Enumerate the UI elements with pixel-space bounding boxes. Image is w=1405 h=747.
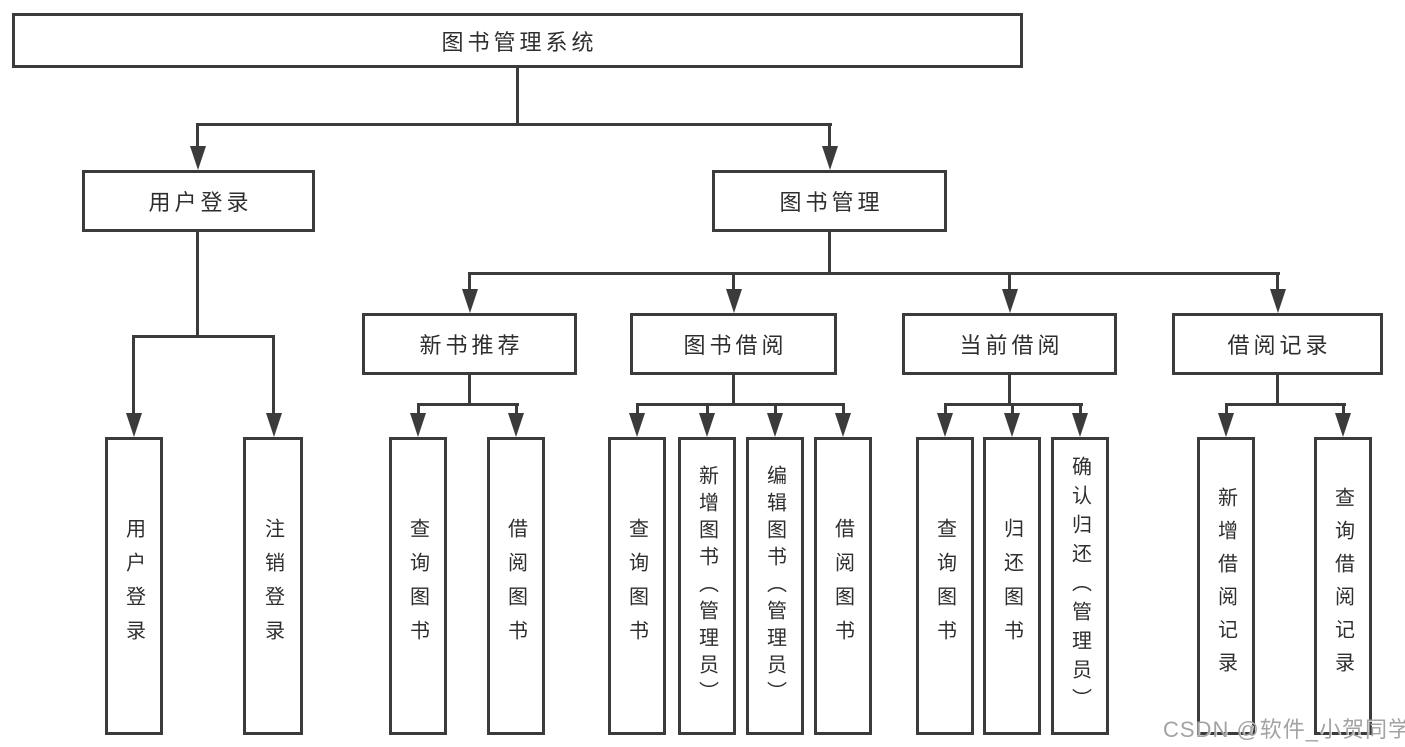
node-book-management: 图书管理 xyxy=(712,170,947,232)
arrow-down-icon xyxy=(462,289,478,313)
connector-vline xyxy=(468,375,471,406)
leaf-logout: 注销登录 xyxy=(243,437,303,735)
arrow-down-icon xyxy=(822,146,838,170)
leaf-label: 查询图书 xyxy=(406,518,429,654)
node-new-book-recommend: 新书推荐 xyxy=(362,313,577,375)
connector-vline xyxy=(828,232,831,275)
arrow-down-icon xyxy=(629,413,645,437)
connector-vline xyxy=(196,232,199,338)
arrow-down-icon xyxy=(937,413,953,437)
leaf-add-books-admin: 新增图书（管理员） xyxy=(678,437,736,735)
leaf-borrow-books-1: 借阅图书 xyxy=(487,437,545,735)
connector-hline xyxy=(1225,403,1346,406)
arrow-down-icon xyxy=(699,413,715,437)
node-user-login: 用户登录 xyxy=(82,170,315,232)
arrow-down-icon xyxy=(410,413,426,437)
leaf-borrow-books-2: 借阅图书 xyxy=(814,437,872,735)
leaf-label: 编辑图书（管理员） xyxy=(763,464,786,708)
leaf-query-borrow-record: 查询借阅记录 xyxy=(1314,437,1372,735)
leaf-confirm-return-admin: 确认归还（管理员） xyxy=(1051,437,1109,735)
leaf-label: 用户登录 xyxy=(122,518,145,654)
leaf-label: 借阅图书 xyxy=(504,518,527,654)
node-label: 当前借阅 xyxy=(959,333,1064,358)
leaf-label: 归还图书 xyxy=(1000,518,1023,654)
leaf-label: 查询借阅记录 xyxy=(1331,487,1354,685)
leaf-query-books-3: 查询图书 xyxy=(916,437,974,735)
connector-vline xyxy=(944,403,947,417)
arrow-down-icon xyxy=(1072,413,1088,437)
leaf-query-books-2: 查询图书 xyxy=(608,437,666,735)
leaf-add-borrow-record: 新增借阅记录 xyxy=(1197,437,1255,735)
connector-vline xyxy=(1342,403,1345,417)
connector-vline xyxy=(1008,272,1011,291)
node-borrow-records: 借阅记录 xyxy=(1172,313,1383,375)
leaf-edit-books-admin: 编辑图书（管理员） xyxy=(746,437,804,735)
arrow-down-icon xyxy=(266,413,282,437)
connector-vline xyxy=(774,403,777,417)
csdn-watermark: CSDN @软件_小贺同学 xyxy=(1163,717,1405,742)
leaf-return-books: 归还图书 xyxy=(983,437,1041,735)
leaf-label: 确认归还（管理员） xyxy=(1068,455,1091,717)
connector-hline xyxy=(417,403,519,406)
arrow-down-icon xyxy=(767,413,783,437)
connector-hline xyxy=(636,403,845,406)
connector-vline xyxy=(1011,403,1014,417)
connector-vline xyxy=(196,123,199,150)
connector-vline xyxy=(468,272,471,291)
connector-vline xyxy=(732,272,735,291)
connector-vline xyxy=(417,403,420,417)
node-current-borrow: 当前借阅 xyxy=(902,313,1117,375)
node-label: 用户登录 xyxy=(148,190,253,215)
arrow-down-icon xyxy=(835,413,851,437)
node-book-borrow: 图书借阅 xyxy=(630,313,837,375)
node-label: 借阅记录 xyxy=(1227,333,1332,358)
arrow-down-icon xyxy=(1004,413,1020,437)
arrow-down-icon xyxy=(1335,413,1351,437)
arrow-down-icon xyxy=(190,146,206,170)
arrow-down-icon xyxy=(1002,289,1018,313)
leaf-label: 新增借阅记录 xyxy=(1214,487,1237,685)
connector-hline xyxy=(196,123,832,126)
root-node-library-system: 图书管理系统 xyxy=(12,13,1023,68)
node-label: 图书借阅 xyxy=(683,333,788,358)
leaf-label: 注销登录 xyxy=(261,518,284,654)
arrow-down-icon xyxy=(508,413,524,437)
connector-vline xyxy=(1008,375,1011,406)
arrow-down-icon xyxy=(126,413,142,437)
connector-vline xyxy=(516,68,519,126)
leaf-label: 借阅图书 xyxy=(831,518,854,654)
node-label: 新书推荐 xyxy=(419,333,524,358)
connector-vline xyxy=(732,375,735,406)
leaf-label: 新增图书（管理员） xyxy=(695,464,718,708)
connector-hline xyxy=(468,272,1280,275)
connector-vline xyxy=(1276,375,1279,406)
connector-vline xyxy=(515,403,518,417)
leaf-user-login: 用户登录 xyxy=(105,437,163,735)
connector-vline xyxy=(636,403,639,417)
connector-hline xyxy=(132,335,275,338)
node-label: 图书管理 xyxy=(779,190,884,215)
leaf-label: 查询图书 xyxy=(625,518,648,654)
connector-vline xyxy=(706,403,709,417)
connector-vline xyxy=(842,403,845,417)
connector-vline xyxy=(828,123,831,150)
connector-vline xyxy=(132,335,135,415)
arrow-down-icon xyxy=(1218,413,1234,437)
connector-vline xyxy=(1225,403,1228,417)
root-node-label: 图书管理系统 xyxy=(441,29,598,55)
arrow-down-icon xyxy=(1270,289,1286,313)
arrow-down-icon xyxy=(726,289,742,313)
connector-vline xyxy=(1079,403,1082,417)
connector-vline xyxy=(272,335,275,415)
leaf-label: 查询图书 xyxy=(933,518,956,654)
connector-vline xyxy=(1276,272,1279,291)
leaf-query-books-1: 查询图书 xyxy=(389,437,447,735)
